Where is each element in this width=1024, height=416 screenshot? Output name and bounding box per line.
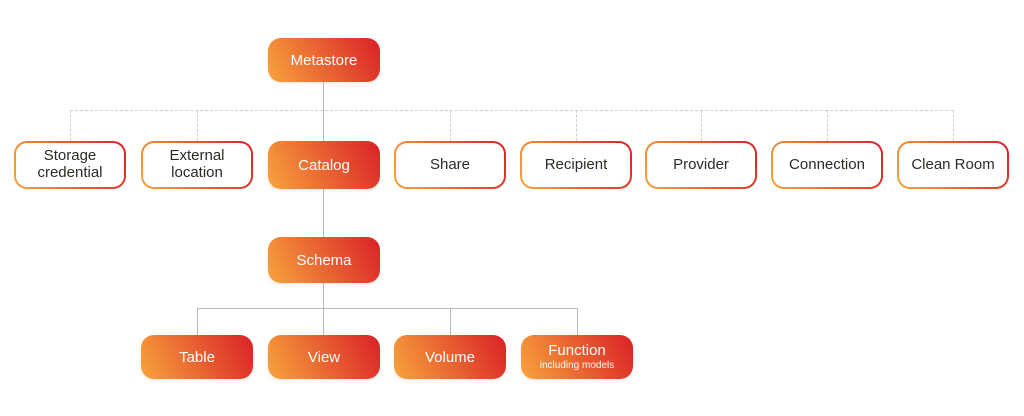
node-metastore-label: Metastore	[290, 51, 358, 69]
node-function-stack: Function including models	[540, 343, 615, 371]
node-function-sublabel: including models	[539, 359, 615, 371]
node-clean-room: Clean Room	[897, 141, 1009, 189]
node-function: Function including models	[521, 335, 633, 379]
connector-bottom-bus	[197, 308, 577, 309]
connector-metastore-to-catalog	[323, 82, 324, 141]
node-function-label: Function	[548, 342, 606, 360]
connector-drop-recipient	[576, 110, 577, 141]
node-external-location-inner: External location	[143, 143, 251, 187]
connector-drop-clean-room	[953, 110, 954, 141]
node-catalog-label: Catalog	[298, 156, 350, 174]
node-view: View	[268, 335, 380, 379]
connector-dashed-bus	[70, 110, 953, 111]
node-connection-inner: Connection	[773, 143, 881, 187]
node-volume: Volume	[394, 335, 506, 379]
node-provider-label: Provider	[673, 155, 729, 173]
node-storage-credential-label: Storage credential	[37, 147, 103, 181]
node-storage-credential-inner: Storage credential	[16, 143, 124, 187]
node-share-inner: Share	[396, 143, 504, 187]
connector-drop-table	[197, 308, 198, 335]
node-metastore: Metastore	[268, 38, 380, 82]
node-connection: Connection	[771, 141, 883, 189]
node-share: Share	[394, 141, 506, 189]
node-recipient-inner: Recipient	[522, 143, 630, 187]
node-schema: Schema	[268, 237, 380, 283]
node-recipient: Recipient	[520, 141, 632, 189]
node-clean-room-inner: Clean Room	[899, 143, 1007, 187]
node-provider: Provider	[645, 141, 757, 189]
connector-drop-external-location	[197, 110, 198, 141]
node-table-label: Table	[179, 348, 215, 366]
node-external-location-label: External location	[169, 147, 225, 181]
node-catalog: Catalog	[268, 141, 380, 189]
connector-drop-storage-credential	[70, 110, 71, 141]
connector-drop-function	[577, 308, 578, 335]
node-view-label: View	[307, 348, 341, 366]
node-storage-credential: Storage credential	[14, 141, 126, 189]
node-connection-label: Connection	[789, 155, 865, 173]
connector-drop-provider	[701, 110, 702, 141]
connector-catalog-to-schema	[323, 189, 324, 237]
connector-drop-connection	[827, 110, 828, 141]
node-recipient-label: Recipient	[544, 155, 608, 173]
node-schema-label: Schema	[296, 251, 352, 269]
node-provider-inner: Provider	[647, 143, 755, 187]
connector-drop-volume	[450, 308, 451, 335]
node-volume-label: Volume	[424, 348, 476, 366]
node-share-label: Share	[429, 155, 471, 173]
node-clean-room-label: Clean Room	[911, 155, 995, 173]
connector-schema-stub	[323, 283, 324, 308]
connector-drop-view	[323, 308, 324, 335]
connector-drop-share	[450, 110, 451, 141]
node-external-location: External location	[141, 141, 253, 189]
node-table: Table	[141, 335, 253, 379]
